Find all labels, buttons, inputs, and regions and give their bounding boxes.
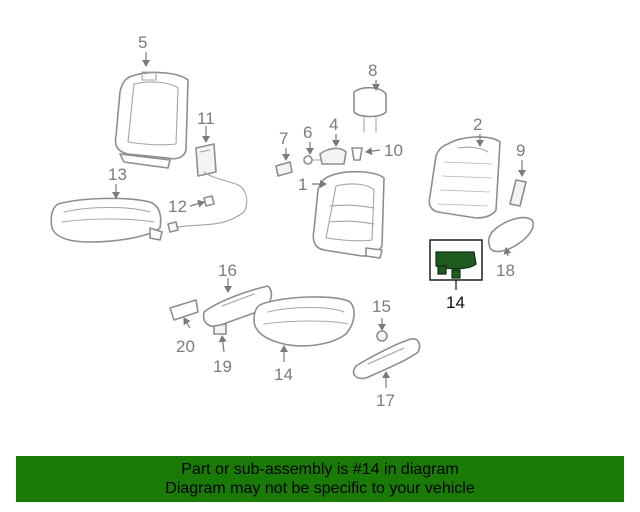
- parts-diagram: 5 11 13 12 8 7 6 4 10 1 2 9 18 14 16 20 …: [50, 33, 534, 410]
- part-seat-back-frame[interactable]: [428, 136, 501, 219]
- part-headrest[interactable]: [353, 86, 387, 133]
- banner-line-disclaimer: Diagram may not be specific to your vehi…: [165, 480, 475, 497]
- part-seat-cushion-left[interactable]: [50, 197, 163, 243]
- part-cover-small[interactable]: [213, 323, 227, 335]
- callout-15[interactable]: 15: [372, 297, 391, 316]
- part-14-highlighted[interactable]: [429, 239, 483, 290]
- part-clip[interactable]: [376, 330, 388, 342]
- callout-14[interactable]: 14: [446, 293, 465, 312]
- callout-6[interactable]: 7: [279, 129, 288, 148]
- callout-18[interactable]: 19: [213, 357, 232, 376]
- part-seat-back-left[interactable]: [114, 71, 189, 169]
- callout-17[interactable]: 17: [376, 391, 395, 410]
- diagram-notice-banner: Part or sub-assembly is #14 in diagram D…: [16, 456, 624, 502]
- callout-7[interactable]: 8: [368, 61, 377, 80]
- callout-5[interactable]: 6: [303, 123, 312, 142]
- callout-4[interactable]: 4: [329, 115, 338, 134]
- callout-19[interactable]: 18: [496, 261, 515, 280]
- callout-16[interactable]: 16: [218, 261, 237, 280]
- callout-1[interactable]: 1: [298, 175, 307, 194]
- callout-10[interactable]: 11: [197, 109, 215, 128]
- callout-11[interactable]: 12: [168, 197, 187, 216]
- part-armrest[interactable]: [487, 216, 534, 253]
- part-guide[interactable]: [351, 147, 363, 161]
- callout-3[interactable]: 5: [138, 33, 147, 52]
- leader-lines: [112, 52, 526, 388]
- callout-12[interactable]: 14: [274, 365, 293, 384]
- part-cover-front[interactable]: [169, 299, 199, 321]
- callout-9[interactable]: 9: [516, 141, 525, 160]
- callout-8[interactable]: 10: [384, 141, 403, 160]
- part-screw[interactable]: [303, 155, 321, 165]
- part-wire-harness[interactable]: [167, 171, 248, 233]
- callout-labels: 5 11 13 12 8 7 6 4 10 1 2 9 18 14 16 20 …: [108, 33, 525, 410]
- part-seat-cushion[interactable]: [253, 296, 355, 347]
- callout-20[interactable]: 20: [176, 337, 195, 356]
- part-knob-cover[interactable]: [319, 147, 347, 165]
- banner-line-part: Part or sub-assembly is #14 in diagram: [181, 461, 459, 478]
- callout-13[interactable]: 13: [108, 165, 127, 184]
- part-side-shield[interactable]: [202, 285, 273, 328]
- callout-2[interactable]: 2: [473, 115, 482, 134]
- part-side-trim[interactable]: [352, 338, 421, 380]
- part-seat-back-assembly[interactable]: [312, 170, 385, 259]
- part-trim-cover[interactable]: [275, 161, 293, 177]
- part-recliner-cover[interactable]: [195, 143, 217, 177]
- part-bolt[interactable]: [509, 179, 527, 207]
